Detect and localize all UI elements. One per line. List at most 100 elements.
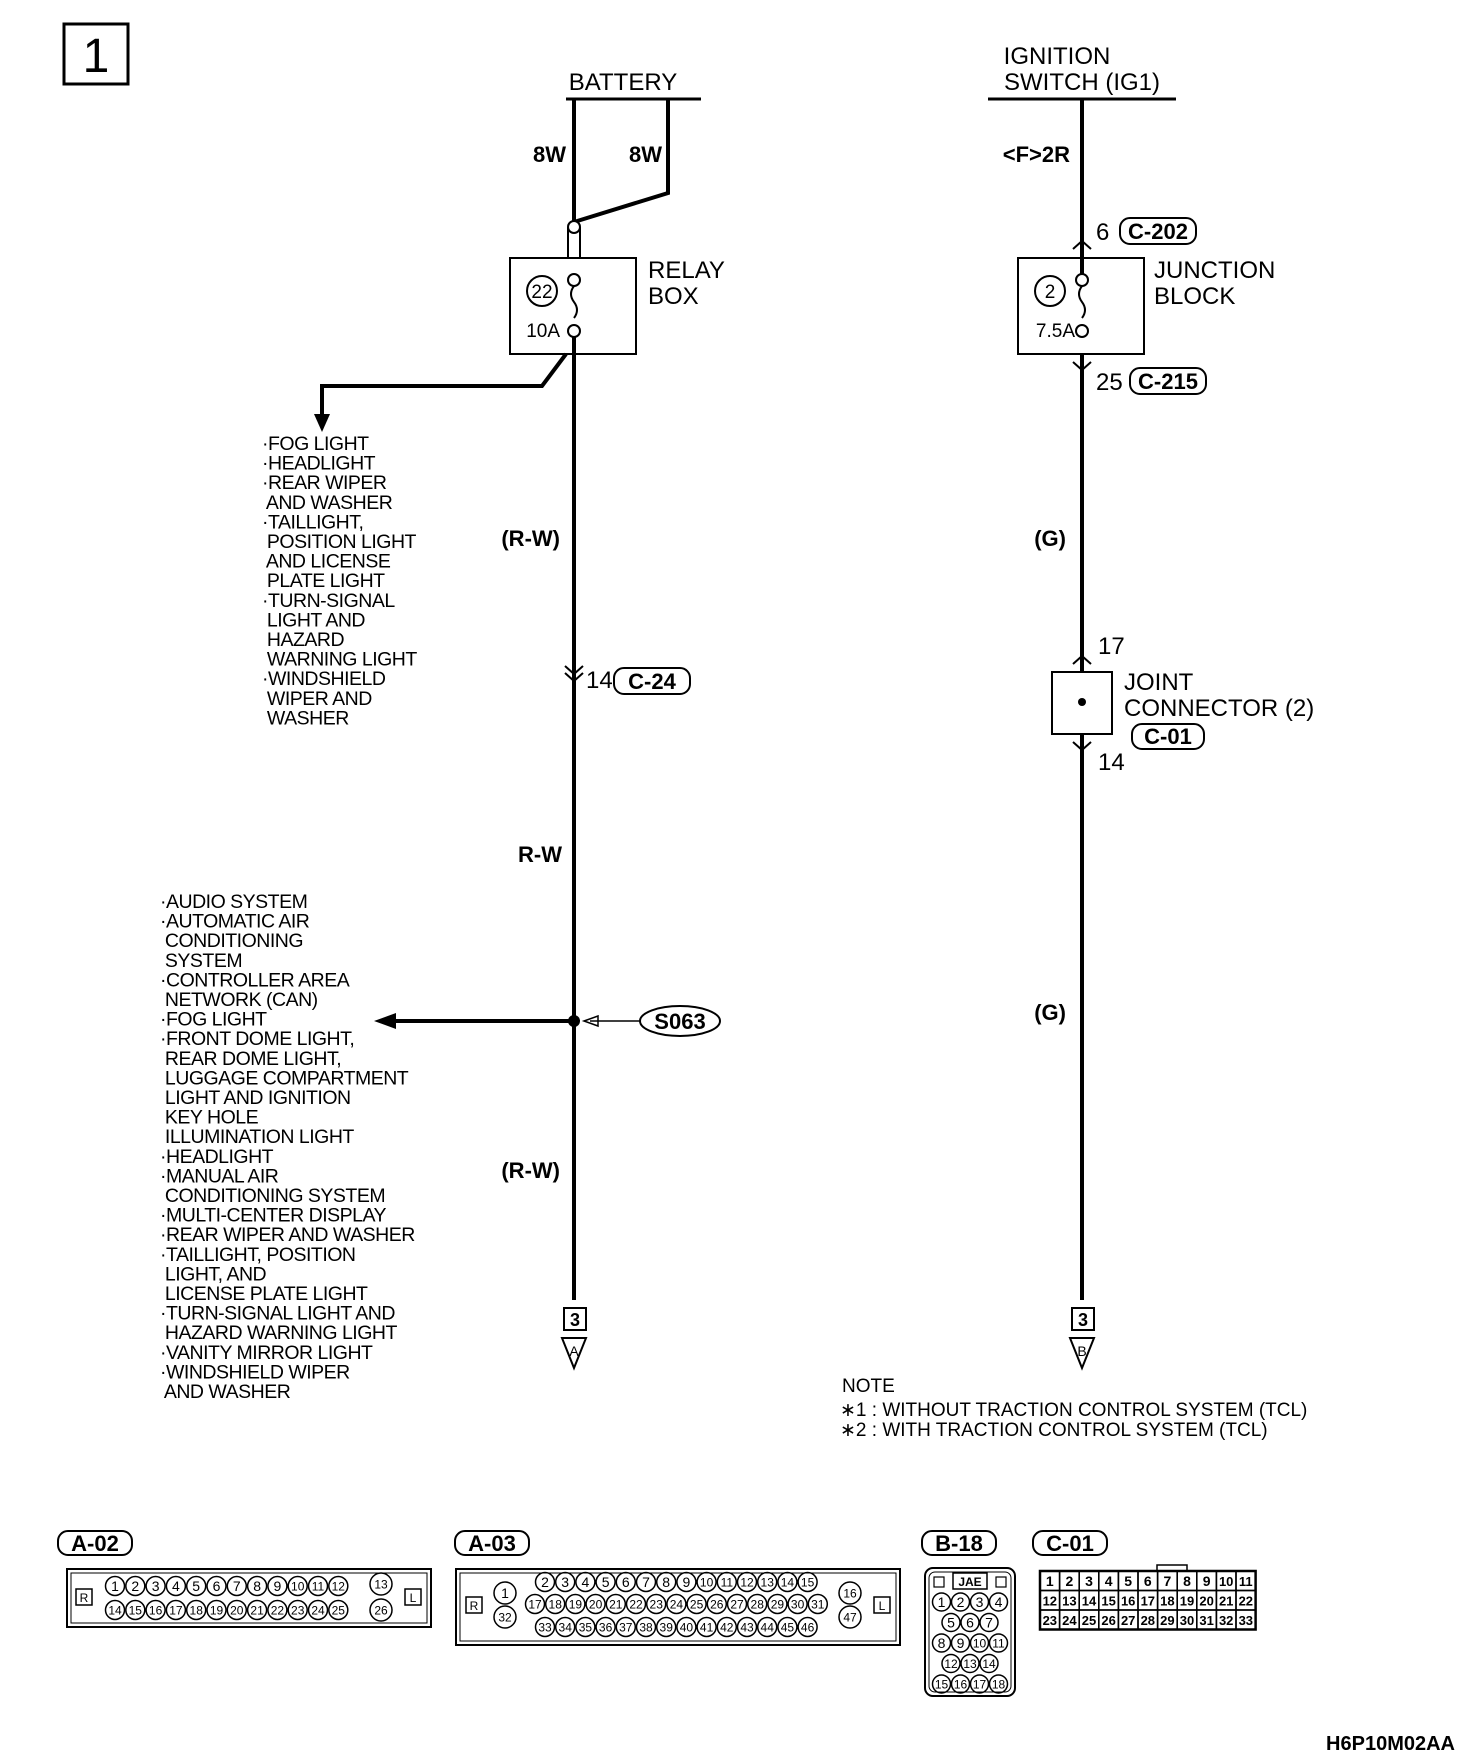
pin-circle [524,1593,546,1615]
list-item: ·REAR WIPER [262,472,387,494]
pin-circle [104,1575,126,1597]
pin-number: 24 [311,1603,325,1617]
pin-circle [125,1599,146,1621]
list-item: LIGHT AND [262,609,365,631]
pin-circle [696,1616,717,1638]
pin-circle [104,1599,126,1621]
pin-number: 5 [192,1578,200,1594]
pin-number: 20 [589,1597,603,1611]
pin-circle [307,1599,329,1621]
splice-destinations: ·AUDIO SYSTEM·AUTOMATIC AIR CONDITIONING… [160,891,416,1403]
pin-circle [969,1674,990,1694]
list-item: WASHER [262,707,349,729]
relay-box-label-1: RELAY [648,257,725,284]
pin-circle [979,1653,999,1674]
battery-label: BATTERY [569,69,677,96]
pin-number: 3 [976,1594,984,1610]
note-item-2: ∗2 : WITH TRACTION CONTROL SYSTEM (TCL) [840,1420,1268,1441]
sheet-number-box [62,22,130,86]
a02-inner [70,1572,428,1624]
connector-tag [921,1530,997,1556]
list-item: LICENSE PLATE LIGHT [160,1283,368,1305]
pin-circle [493,1605,517,1629]
c215-id: C-215 [1138,369,1198,394]
pin-circle [595,1616,616,1638]
list-item: AND WASHER [160,1381,291,1403]
pin-number: 1 [938,1594,946,1610]
pin-number: 2 [1066,1573,1074,1589]
pin-number: 23 [650,1597,664,1611]
offpage-b-letter: B [1077,1343,1086,1359]
b18-inner [928,1571,1012,1693]
pin-number: 16 [954,1677,968,1691]
list-item: ·AUTOMATIC AIR [160,911,310,933]
pin-circle [736,1571,758,1593]
pin-number: 22 [271,1603,285,1617]
pin-number: 26 [374,1603,388,1617]
mark-letter: R [80,1591,89,1605]
pin-circle [635,1571,657,1593]
pin-circle [969,1592,990,1612]
c01-shell [1038,1569,1257,1631]
pin-number: 25 [332,1603,346,1617]
pin-circle [625,1593,647,1615]
pin-number: 5 [602,1574,610,1590]
pin-circle [554,1616,576,1638]
fuse-terminal-bottom [567,324,581,338]
pin-circle [246,1599,268,1621]
pin-circle [165,1599,187,1621]
pin-number: 9 [957,1635,965,1651]
pin-number: 3 [1085,1573,1093,1589]
pin-number: 25 [690,1597,704,1611]
pin-number: 28 [1141,1613,1155,1628]
pin-number: 32 [498,1610,512,1624]
pin-circle [767,1593,788,1615]
pin-circle [838,1581,862,1605]
jc-pin-top: 17 [1098,633,1125,660]
list-item: ·TAILLIGHT, [262,511,363,533]
list-item: ·FOG LIGHT [160,1009,267,1031]
jb-fuse-number-circle [1034,275,1066,307]
battery-wire-2 [573,99,670,224]
pin-number: 3 [561,1574,569,1590]
mark-box [75,1588,93,1606]
pin-circle [165,1575,187,1597]
offpage-a-sheet: 3 [570,1310,580,1330]
list-item: ·HEADLIGHT [160,1146,274,1168]
pin-circle [185,1599,207,1621]
mark-letter: L [410,1591,417,1605]
battery-wire-2-size: 8W [629,142,662,167]
pin-circle [585,1593,606,1615]
list-item: WARNING LIGHT [262,649,417,671]
pin-number: 19 [569,1597,583,1611]
pin-number: 39 [660,1620,674,1634]
pin-number: 7 [985,1615,993,1631]
pin-number: 11 [992,1636,1005,1650]
list-item: HAZARD [262,629,345,651]
wire-color-right-1: (G) [1034,526,1066,551]
pin-number: 18 [1160,1594,1174,1609]
pin-circle [645,1593,667,1615]
pin-number: 16 [1121,1594,1135,1609]
pin-number: 17 [528,1597,542,1611]
list-item: KEY HOLE [160,1107,259,1129]
pin-number: 34 [559,1620,573,1634]
list-item: ·TAILLIGHT, POSITION [160,1244,356,1266]
c202-tag [1119,217,1197,245]
a02-shell [66,1568,432,1628]
pin-circle [655,1616,677,1638]
jb-fuse-rating: 7.5A [1036,321,1075,342]
pin-number: 1 [1046,1573,1054,1589]
pin-circle [950,1592,971,1612]
list-item: SYSTEM [160,950,242,972]
pin-circle [328,1599,349,1621]
list-item: ·WINDSHIELD [262,668,386,690]
c24-pin: 14 [586,667,613,694]
relay-box-label-2: BOX [648,283,699,310]
list-item: ·WINDSHIELD WIPER [160,1361,350,1383]
splice-id: S063 [654,1009,705,1034]
pin-number: 21 [609,1597,623,1611]
pin-number: 37 [619,1620,633,1634]
pin-circle [787,1593,808,1615]
